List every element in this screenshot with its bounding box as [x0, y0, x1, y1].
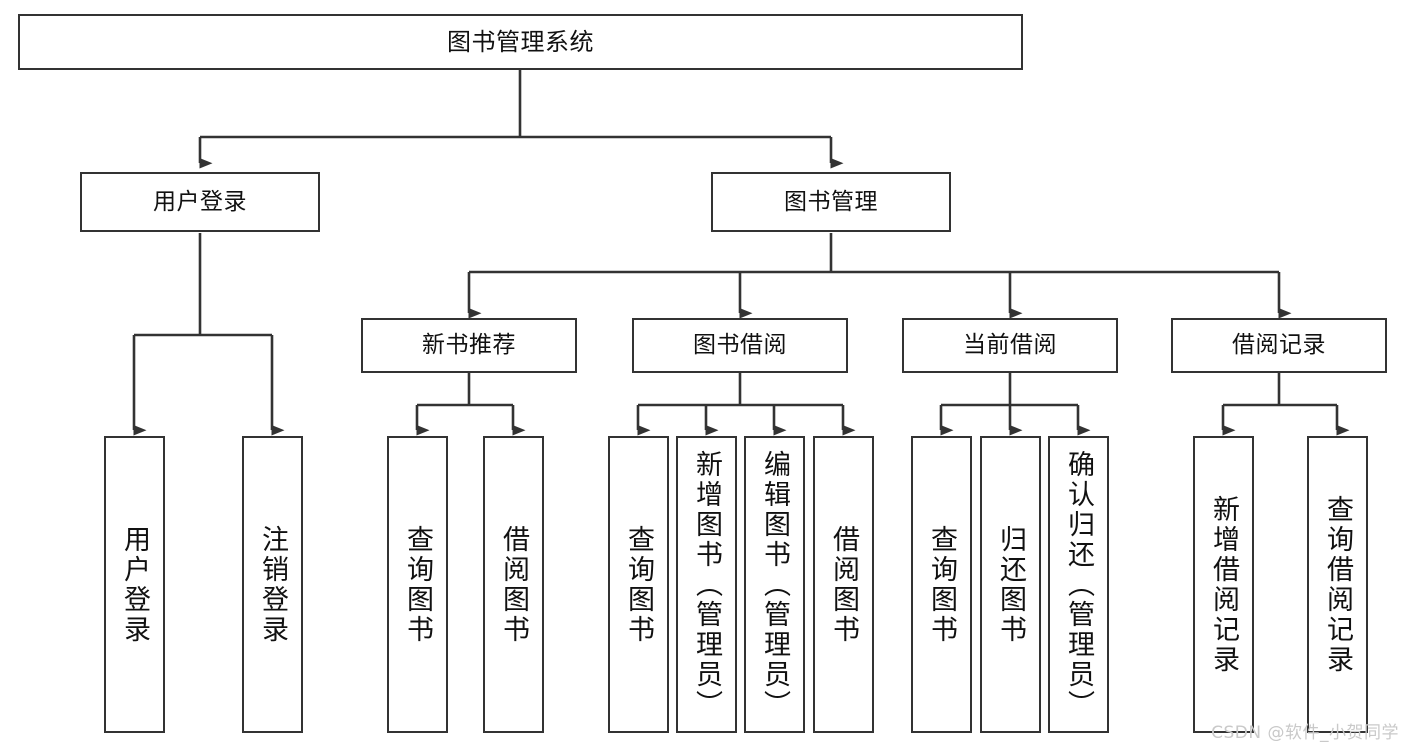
node-leaf-confirm-return-label: 确认归还（管理员） [1063, 449, 1094, 720]
node-leaf-logout[interactable]: 注销登录 [242, 436, 303, 733]
node-borrow-record[interactable]: 借阅记录 [1171, 318, 1387, 373]
node-current-borrow[interactable]: 当前借阅 [902, 318, 1118, 373]
node-leaf-return-book-label: 归还图书 [995, 524, 1026, 645]
node-book-manage-label: 图书管理 [784, 188, 878, 215]
node-book-borrow[interactable]: 图书借阅 [632, 318, 848, 373]
node-leaf-borrow-book-1[interactable]: 借阅图书 [483, 436, 544, 733]
node-leaf-query-record[interactable]: 查询借阅记录 [1307, 436, 1368, 733]
node-borrow-record-label: 借阅记录 [1232, 332, 1326, 358]
node-leaf-return-book[interactable]: 归还图书 [980, 436, 1041, 733]
node-book-borrow-label: 图书借阅 [693, 332, 787, 358]
node-leaf-query-book-2-label: 查询图书 [623, 524, 654, 645]
node-current-borrow-label: 当前借阅 [963, 332, 1057, 358]
watermark: CSDN @软件_小贺同学 [1211, 723, 1399, 743]
node-leaf-user-login-label: 用户登录 [119, 524, 150, 645]
node-leaf-add-book[interactable]: 新增图书（管理员） [676, 436, 737, 733]
node-leaf-query-record-label: 查询借阅记录 [1322, 494, 1353, 675]
node-leaf-confirm-return[interactable]: 确认归还（管理员） [1048, 436, 1109, 733]
node-leaf-borrow-book-2[interactable]: 借阅图书 [813, 436, 874, 733]
node-leaf-query-book-1[interactable]: 查询图书 [387, 436, 448, 733]
node-leaf-add-book-label: 新增图书（管理员） [691, 449, 722, 720]
node-leaf-logout-label: 注销登录 [257, 524, 288, 645]
node-leaf-borrow-book-1-label: 借阅图书 [498, 524, 529, 645]
node-leaf-add-record[interactable]: 新增借阅记录 [1193, 436, 1254, 733]
node-leaf-add-record-label: 新增借阅记录 [1208, 494, 1239, 675]
node-root[interactable]: 图书管理系统 [18, 14, 1023, 70]
node-root-label: 图书管理系统 [447, 28, 594, 56]
node-new-book-recommend[interactable]: 新书推荐 [361, 318, 577, 373]
node-leaf-edit-book-label: 编辑图书（管理员） [759, 449, 790, 720]
node-book-manage[interactable]: 图书管理 [711, 172, 951, 232]
node-new-book-recommend-label: 新书推荐 [422, 332, 516, 358]
node-leaf-query-book-3[interactable]: 查询图书 [911, 436, 972, 733]
node-leaf-user-login[interactable]: 用户登录 [104, 436, 165, 733]
node-user-login[interactable]: 用户登录 [80, 172, 320, 232]
node-leaf-query-book-1-label: 查询图书 [402, 524, 433, 645]
node-leaf-edit-book[interactable]: 编辑图书（管理员） [744, 436, 805, 733]
node-leaf-borrow-book-2-label: 借阅图书 [828, 524, 859, 645]
node-user-login-label: 用户登录 [153, 188, 247, 215]
node-leaf-query-book-3-label: 查询图书 [926, 524, 957, 645]
node-leaf-query-book-2[interactable]: 查询图书 [608, 436, 669, 733]
